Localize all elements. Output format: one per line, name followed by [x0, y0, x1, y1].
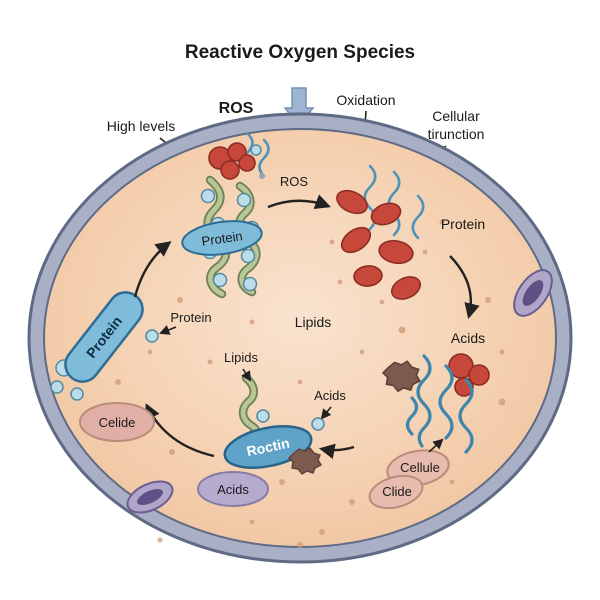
damaged-strand-squiggles — [405, 354, 474, 454]
protein-left-label: Protein — [170, 310, 211, 325]
acids-small-pointer-arrow — [320, 406, 332, 420]
ros-red-cluster-top — [208, 142, 265, 180]
lipids-small-pointer-arrow — [241, 368, 252, 382]
oxidized-protein-blobs — [336, 189, 422, 300]
diagram-title: Reactive Oxygen Species — [185, 42, 415, 63]
high-levels-label: High levels — [107, 118, 175, 134]
protein-complex-label: Protein — [201, 228, 244, 249]
protein-left-pointer-arrow — [159, 325, 177, 335]
protein-chain-complex: Protein — [181, 175, 263, 299]
arrow-chain-to-oxidized — [267, 194, 331, 210]
organelle-bottom-left — [126, 480, 174, 514]
cell — [27, 112, 573, 564]
cellule-clide-vesicle: Cellule Clide — [368, 449, 450, 510]
acids-bottom-label: Acids — [217, 482, 249, 497]
protein-complex-body: Protein — [181, 220, 263, 256]
lipids-center-label: Lipids — [295, 314, 332, 330]
arrow-strands-to-roctin — [318, 443, 355, 459]
protein-monomer-dot — [145, 329, 159, 343]
clide-label: Clide — [382, 484, 412, 499]
cellule-label: Cellule — [400, 460, 440, 475]
acids-small-label: Acids — [314, 388, 346, 403]
acids-right-label: Acids — [451, 330, 485, 346]
roctin-brown-blob — [288, 447, 322, 475]
cellular-dysfunction-label-line2: tirunction — [428, 126, 485, 142]
ros-top-label: ROS — [219, 100, 254, 117]
oxidation-label: Oxidation — [336, 92, 395, 108]
protein-right-label: Protein — [441, 216, 485, 232]
arrow-vesicle-to-strands — [428, 438, 444, 453]
aggregate-brown-blob — [381, 360, 421, 393]
ros-inner-label: ROS — [280, 174, 309, 189]
acid-dot — [311, 417, 325, 431]
celide-label: Celide — [99, 415, 136, 430]
cellular-dysfunction-label-line1: Cellular — [432, 108, 480, 124]
lipids-small-label: Lipids — [224, 350, 258, 365]
acids-vesicle: Acids — [197, 471, 269, 507]
arrow-protein-to-chain — [133, 241, 172, 298]
organelle-right — [513, 269, 553, 317]
arrow-oxidized-to-acids — [449, 255, 480, 320]
celide-vesicle: Celide — [79, 402, 155, 442]
